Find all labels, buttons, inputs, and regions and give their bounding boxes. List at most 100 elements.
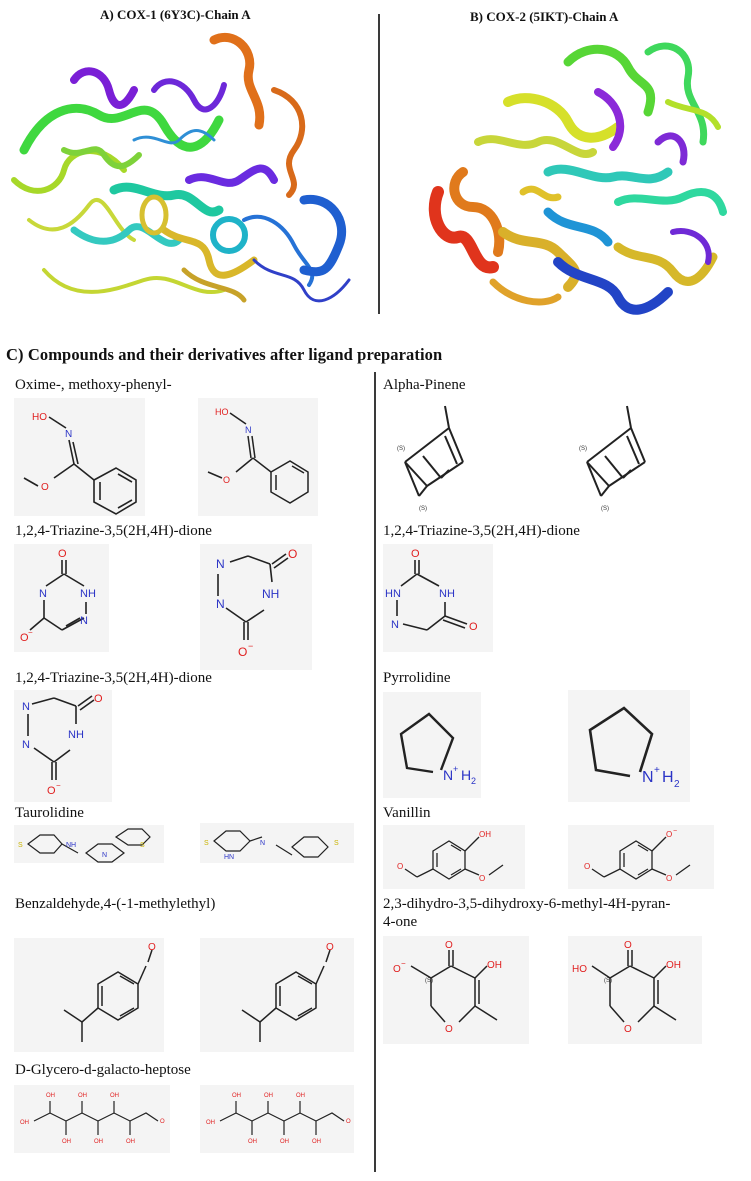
atom-label: NH — [80, 588, 96, 600]
atom-label: N — [391, 619, 399, 631]
atom-label: NH — [439, 588, 455, 600]
atom-label: NH — [66, 842, 76, 849]
atom-label: NH — [262, 587, 279, 601]
atom-label: O — [397, 862, 403, 871]
compound-name-alpha-pinene: Alpha-Pinene — [383, 377, 466, 393]
atom-label: OH — [206, 1120, 215, 1126]
panel-b-title: B) COX-2 (5IKT)-Chain A — [470, 9, 619, 24]
atom-label: − — [28, 628, 33, 637]
cox1-protein-structure — [11, 32, 351, 303]
atom-label: OH — [248, 1139, 257, 1145]
structure-pyranone-2: O OH HO O (S) — [568, 936, 702, 1044]
structure-oxime-1: HO N O — [14, 398, 145, 516]
structure-triazine-b: N N NH O O − — [14, 690, 112, 802]
atom-label: O — [148, 942, 156, 953]
atom-label: OH — [62, 1139, 71, 1145]
atom-label: O — [160, 1119, 165, 1125]
atom-label: + — [654, 765, 660, 776]
atom-label: N — [245, 425, 252, 435]
atom-label: O — [584, 862, 590, 871]
atom-label: (S) — [601, 506, 609, 512]
atom-label: − — [673, 828, 677, 835]
atom-label: O — [666, 830, 672, 839]
atom-label: HO — [215, 407, 229, 417]
compound-name-vanillin: Vanillin — [383, 805, 431, 821]
structure-alpha-pinene-2: (S) (S) — [565, 398, 675, 516]
compound-name-triazine-c: 1,2,4-Triazine-3,5(2H,4H)-dione — [383, 523, 580, 539]
compound-name-taurolidine: Taurolidine — [15, 805, 84, 821]
atom-label: OH — [280, 1139, 289, 1145]
column-divider — [374, 372, 376, 1172]
atom-label: N — [22, 701, 30, 713]
atom-label: O — [666, 874, 672, 883]
structure-pyranone-1: O OH O − O (S) — [383, 936, 529, 1044]
structure-heptose-2: OH OH OH OH OH OH OH O — [200, 1085, 354, 1153]
atom-label: N — [216, 557, 225, 571]
atom-label: N — [260, 840, 265, 847]
atom-label: N — [443, 767, 453, 783]
atom-label: HN — [385, 588, 401, 600]
atom-label: O — [479, 874, 485, 883]
structure-taurolidine-1: S S NH N — [14, 825, 164, 863]
atom-label: O — [20, 632, 29, 644]
atom-label: 2 — [471, 776, 476, 786]
structure-vanillin-2: O − O O — [568, 825, 714, 889]
structure-triazine-a1: O N NH N O − — [14, 544, 109, 652]
panel-divider — [378, 14, 380, 314]
atom-label: O — [47, 785, 56, 797]
atom-label: OH — [479, 830, 491, 839]
atom-label: H — [662, 769, 674, 786]
atom-label: O — [445, 940, 453, 951]
structure-triazine-a2: N N NH O O − — [200, 544, 312, 670]
atom-label: OH — [110, 1093, 119, 1099]
atom-label: O — [624, 1024, 632, 1035]
atom-label: HN — [224, 854, 234, 861]
atom-label: − — [56, 781, 61, 790]
compound-name-heptose: D-Glycero-d-galacto-heptose — [15, 1062, 191, 1078]
atom-label: − — [401, 959, 406, 968]
cox2-protein-structure — [428, 42, 727, 315]
atom-label: S — [204, 840, 209, 847]
atom-label: OH — [312, 1139, 321, 1145]
atom-label: O — [346, 1119, 351, 1125]
atom-label: 2 — [674, 779, 680, 790]
atom-label: (S) — [419, 506, 427, 512]
oxime1-ho-label: HO — [32, 412, 47, 423]
atom-label: N — [22, 739, 30, 751]
atom-label: OH — [296, 1093, 305, 1099]
atom-label: OH — [78, 1093, 87, 1099]
atom-label: (S) — [579, 446, 587, 452]
compound-name-pyrrolidine: Pyrrolidine — [383, 670, 451, 686]
atom-label: OH — [666, 960, 681, 971]
compound-name-pyranone-line2: 4-one — [383, 914, 418, 930]
structure-pyrrolidine-2: N + H 2 — [568, 690, 690, 802]
atom-label: (S) — [397, 446, 405, 452]
compound-name-pyranone-line1: 2,3-dihydro-3,5-dihydroxy-6-methyl-4H-py… — [383, 896, 671, 912]
atom-label: O — [445, 1024, 453, 1035]
atom-label: OH — [264, 1093, 273, 1099]
atom-label: (S) — [425, 978, 433, 984]
structure-vanillin-1: OH O O — [383, 825, 525, 889]
structure-oxime-2: HO N O — [198, 398, 318, 516]
oxime1-n-label: N — [65, 429, 72, 440]
atom-label: OH — [487, 960, 502, 971]
atom-label: OH — [94, 1139, 103, 1145]
atom-label: OH — [46, 1093, 55, 1099]
atom-label: NH — [68, 729, 84, 741]
atom-label: O — [469, 621, 478, 633]
atom-label: S — [18, 842, 23, 849]
atom-label: O — [288, 547, 297, 561]
atom-label: OH — [20, 1120, 29, 1126]
compound-name-triazine-a: 1,2,4-Triazine-3,5(2H,4H)-dione — [15, 523, 212, 539]
structure-taurolidine-2: S S N HN — [200, 823, 354, 863]
atom-label: HO — [572, 964, 587, 975]
oxime1-o-label: O — [41, 482, 49, 493]
atom-label: H — [461, 767, 471, 783]
atom-label: + — [453, 764, 458, 774]
atom-label: N — [80, 615, 88, 627]
structure-benzaldehyde-1: O — [14, 938, 164, 1052]
atom-label: O — [393, 964, 401, 975]
atom-label: O — [624, 940, 632, 951]
atom-label: S — [334, 840, 339, 847]
structure-benzaldehyde-2: O — [200, 938, 354, 1052]
